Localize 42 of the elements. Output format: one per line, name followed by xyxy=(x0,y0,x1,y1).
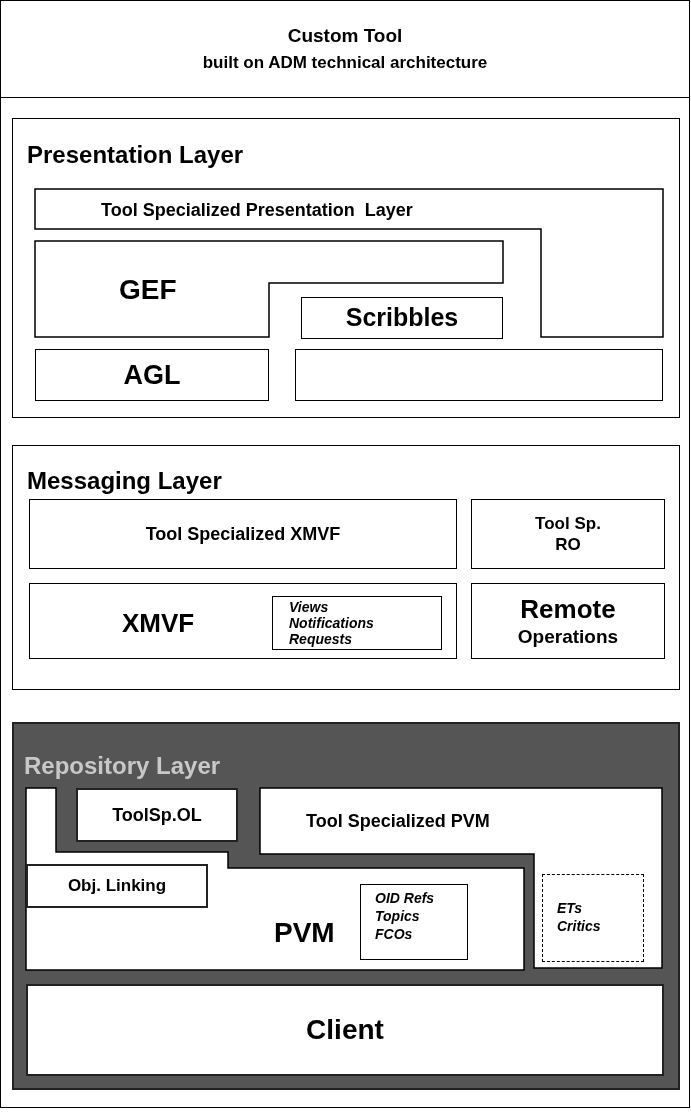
box-label: PVM xyxy=(274,916,335,950)
box-label: AGL xyxy=(123,358,181,392)
box-label: Operations xyxy=(517,625,619,650)
layer-panel xyxy=(12,445,680,690)
layer-panel xyxy=(12,722,680,1090)
layer-panel xyxy=(12,118,680,418)
box-label: OID Refs Topics FCOs xyxy=(375,889,436,943)
box-label: ToolSp.OL xyxy=(112,803,202,827)
component-shape xyxy=(35,241,503,337)
component-box xyxy=(471,583,665,659)
component-box xyxy=(29,499,457,569)
box-label: Client xyxy=(306,1013,384,1047)
box-label: Tool Specialized Presentation Layer xyxy=(101,199,413,222)
box-label: Repository Layer xyxy=(24,751,221,781)
note-box xyxy=(542,874,644,962)
component-box xyxy=(301,297,503,339)
component-box xyxy=(471,499,665,569)
box-label: Scribbles xyxy=(345,302,459,334)
box-label: Remote xyxy=(520,592,616,626)
component-box xyxy=(26,984,664,1076)
component-box xyxy=(295,349,663,401)
box-label: Tool Specialized PVM xyxy=(306,810,490,833)
box-label: ETs Critics xyxy=(557,899,602,935)
box-label: Presentation Layer xyxy=(27,140,244,170)
component-shape xyxy=(26,788,524,970)
box-label: GEF xyxy=(119,273,177,307)
box-label: Obj. Linking xyxy=(67,875,167,898)
box-label: built on ADM technical architecture xyxy=(202,52,488,74)
box-label: Messaging Layer xyxy=(27,466,222,496)
note-box xyxy=(272,596,442,650)
box-label: Tool Sp. RO xyxy=(534,512,602,556)
box-label: XMVF xyxy=(122,607,195,640)
component-shape xyxy=(260,788,662,968)
note-box xyxy=(360,884,468,960)
component-box xyxy=(26,864,208,908)
box-label: Views Notifications Requests xyxy=(289,599,375,647)
layer-shape xyxy=(35,189,663,337)
component-box xyxy=(76,788,238,842)
component-box xyxy=(35,349,269,401)
component-box xyxy=(29,583,457,659)
box-label: Custom Tool xyxy=(287,23,403,48)
box-label: Tool Specialized XMVF xyxy=(145,522,341,546)
